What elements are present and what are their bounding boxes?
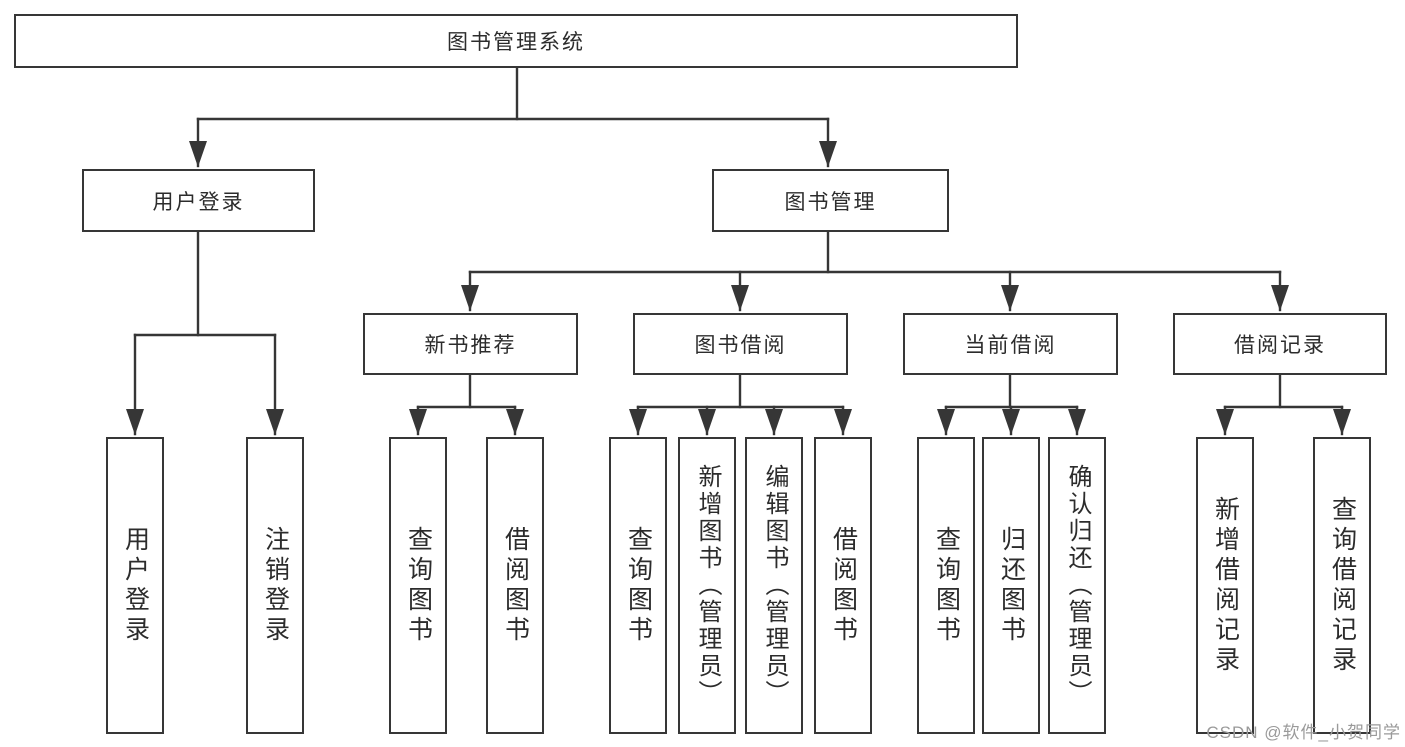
leaf-query-book-current: 查询图书 [917,437,975,734]
node-user-login: 用户登录 [82,169,315,232]
node-label: 注销登录 [261,525,290,646]
node-label: 新增图书（管理员） [694,464,721,707]
node-new-book-recommend: 新书推荐 [363,313,578,375]
node-label: 图书管理 [784,190,877,214]
leaf-return-book: 归还图书 [982,437,1040,734]
node-book-management: 图书管理 [712,169,949,232]
leaf-add-borrow-record: 新增借阅记录 [1196,437,1254,734]
node-book-borrowing: 图书借阅 [633,313,848,375]
leaf-add-book-admin: 新增图书（管理员） [678,437,736,734]
node-label: 借阅图书 [501,525,530,646]
node-label: 用户登录 [152,190,245,214]
node-label: 查询图书 [404,525,433,646]
leaf-confirm-return-admin: 确认归还（管理员） [1048,437,1106,734]
node-label: 归还图书 [997,525,1026,646]
node-label: 新增借阅记录 [1211,495,1240,676]
node-label: 借阅记录 [1234,334,1326,357]
leaf-logout: 注销登录 [246,437,304,734]
node-label: 当前借阅 [964,334,1057,357]
leaf-user-login: 用户登录 [106,437,164,734]
node-label: 新书推荐 [424,334,517,357]
node-label: 编辑图书（管理员） [761,464,788,707]
node-label: 查询图书 [624,525,653,646]
leaf-edit-book-admin: 编辑图书（管理员） [745,437,803,734]
node-library-management-system: 图书管理系统 [14,14,1018,68]
leaf-borrow-book: 借阅图书 [814,437,872,734]
node-label: 查询借阅记录 [1328,495,1357,676]
node-label: 确认归还（管理员） [1064,464,1091,707]
node-current-borrowing: 当前借阅 [903,313,1118,375]
leaf-query-book-recommend: 查询图书 [389,437,447,734]
leaf-borrow-book-recommend: 借阅图书 [486,437,544,734]
node-label: 图书管理系统 [447,31,585,54]
node-label: 图书借阅 [694,334,787,357]
csdn-watermark: CSDN @软件_小贺同学 [1206,723,1401,742]
leaf-query-borrow-record: 查询借阅记录 [1313,437,1371,734]
node-label: 借阅图书 [829,525,858,646]
node-label: 查询图书 [932,525,961,646]
node-label: 用户登录 [121,525,150,646]
leaf-query-book-borrow: 查询图书 [609,437,667,734]
node-borrowing-records: 借阅记录 [1173,313,1387,375]
